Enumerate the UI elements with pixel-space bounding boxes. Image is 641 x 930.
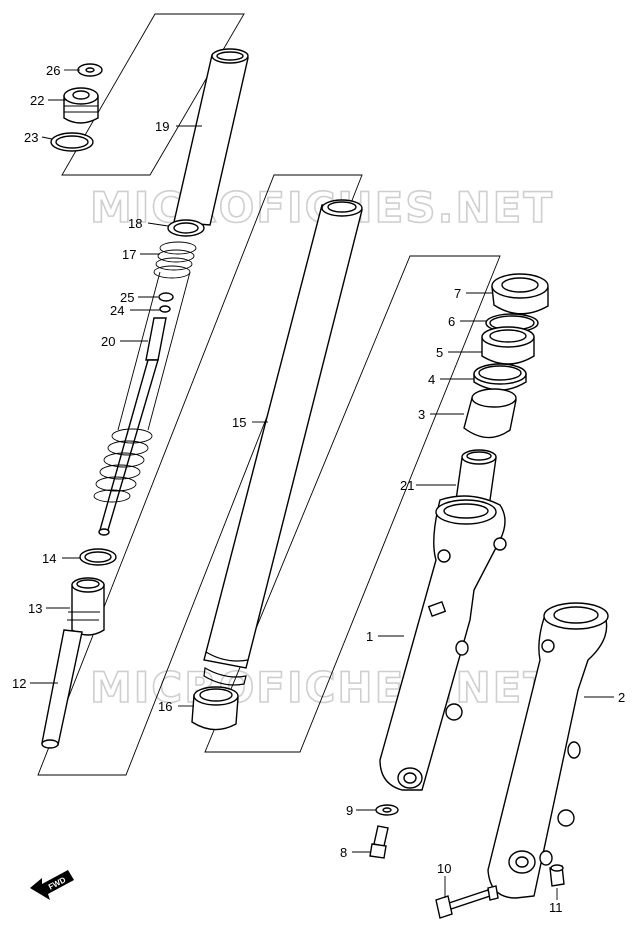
part-24-ring xyxy=(159,305,171,313)
part-18-washer xyxy=(167,219,205,237)
callout-24: 24 xyxy=(110,303,124,318)
part-19-spacer-pipe xyxy=(173,48,249,226)
frame-cap-group xyxy=(61,13,245,176)
callout-21: 21 xyxy=(400,478,414,493)
part-26-washer xyxy=(77,63,103,77)
forward-arrow-icon: FWD xyxy=(30,870,74,900)
callout-7: 7 xyxy=(454,286,461,301)
callout-26: 26 xyxy=(46,63,60,78)
part-7-dust-seal xyxy=(491,273,549,315)
part-8-damper-rod-bolt xyxy=(369,825,389,859)
svg-text:MICROFICHES.NET: MICROFICHES.NET xyxy=(90,663,554,712)
callout-2: 2 xyxy=(618,690,625,705)
callout-11: 11 xyxy=(549,900,563,915)
part-23-o-ring xyxy=(50,132,94,152)
callout-20: 20 xyxy=(101,334,115,349)
callout-17: 17 xyxy=(122,247,136,262)
part-14-oil-lock-washer xyxy=(79,548,117,566)
part-12-oil-lock-piece xyxy=(41,629,83,749)
callout-6: 6 xyxy=(448,314,455,329)
callout-18: 18 xyxy=(128,216,142,231)
watermark-bottom: MICROFICHES.NET xyxy=(89,662,554,713)
leader-lines xyxy=(30,69,614,900)
part-4-oil-seal-retainer xyxy=(473,363,527,391)
part-13-cylinder-ring xyxy=(67,577,105,636)
callout-4: 4 xyxy=(428,372,435,387)
callout-23: 23 xyxy=(24,130,38,145)
callout-5: 5 xyxy=(436,345,443,360)
part-22-cap-bolt xyxy=(63,87,99,124)
part-16-guide-bush xyxy=(191,686,239,731)
frame-outer-tube-group xyxy=(204,255,501,753)
frame-inner-tube-group xyxy=(37,174,363,776)
part-2-outer-tube-right xyxy=(487,602,609,899)
callout-22: 22 xyxy=(30,93,44,108)
part-5-oil-seal xyxy=(481,326,535,365)
part-11-nut xyxy=(549,864,565,887)
callout-8: 8 xyxy=(340,845,347,860)
callout-9: 9 xyxy=(346,803,353,818)
callout-13: 13 xyxy=(28,601,42,616)
part-1-outer-tube-left xyxy=(379,495,507,791)
part-3-guide-bush xyxy=(463,388,517,439)
callout-labels: 26 22 23 19 18 17 25 24 20 14 13 12 15 1… xyxy=(12,63,625,915)
callout-14: 14 xyxy=(42,551,56,566)
part-15-inner-tube xyxy=(203,199,363,686)
callout-16: 16 xyxy=(158,699,172,714)
part-10-bolt xyxy=(435,885,499,919)
callout-19: 19 xyxy=(155,119,169,134)
part-17-fork-spring xyxy=(117,241,197,431)
callout-10: 10 xyxy=(437,861,451,876)
part-9-gasket xyxy=(375,804,399,816)
callout-15: 15 xyxy=(232,415,246,430)
callout-12: 12 xyxy=(12,676,26,691)
callout-1: 1 xyxy=(366,629,373,644)
part-20-damper-rod xyxy=(93,317,167,536)
callout-25: 25 xyxy=(120,290,134,305)
callout-3: 3 xyxy=(418,407,425,422)
part-25-ring xyxy=(158,292,174,302)
